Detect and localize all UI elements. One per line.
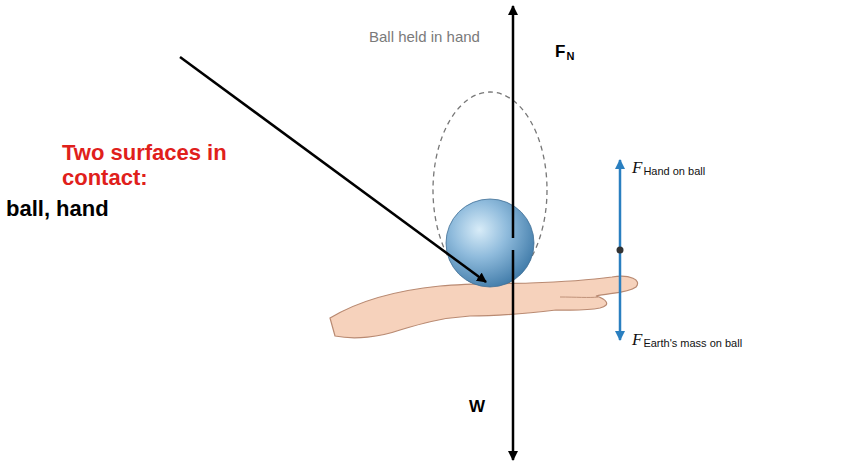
force-symbol: F bbox=[555, 42, 565, 62]
force-symbol: F bbox=[632, 158, 642, 178]
normal-force-arrow bbox=[512, 6, 515, 238]
force-subscript: N bbox=[566, 50, 574, 63]
leader-line bbox=[180, 57, 486, 282]
center-dot bbox=[617, 247, 624, 254]
force-symbol: F bbox=[632, 330, 642, 350]
ball-drawing bbox=[446, 199, 534, 287]
callout-text: ball, hand bbox=[6, 196, 109, 221]
weight-arrow bbox=[512, 250, 515, 460]
illustration-title: Ball held in hand bbox=[366, 28, 483, 45]
force-symbol: W bbox=[469, 397, 485, 417]
dashed-outline bbox=[433, 92, 547, 288]
callout-heading: Two surfaces in contact: bbox=[62, 140, 227, 191]
force-subscript: Hand on ball bbox=[643, 165, 705, 178]
force-subscript: Earth's mass on ball bbox=[643, 337, 742, 350]
